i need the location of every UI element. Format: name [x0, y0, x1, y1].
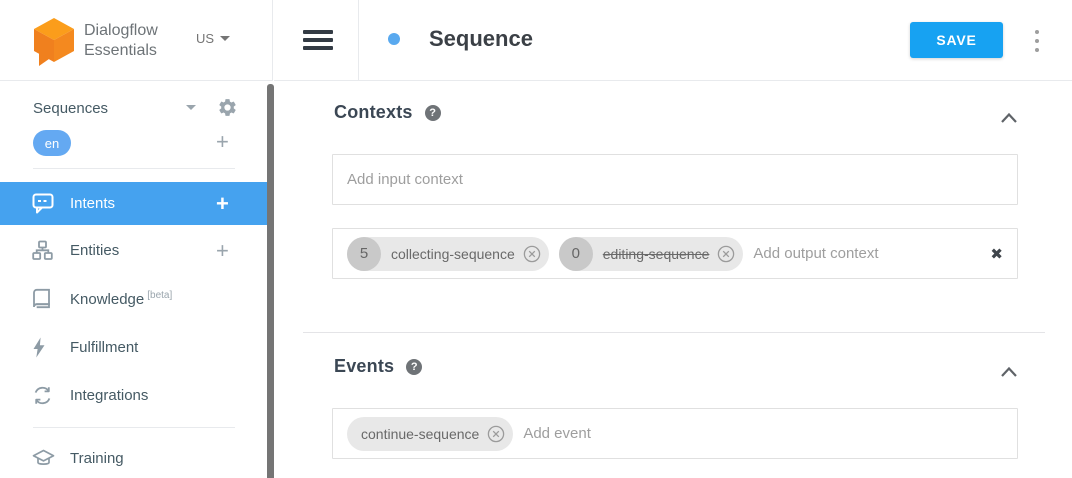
chevron-down-icon [220, 36, 231, 41]
agent-selector[interactable]: Sequences [33, 96, 236, 120]
events-field: continue-sequence [332, 408, 1018, 459]
collapse-events-icon[interactable] [1000, 366, 1018, 378]
agent-dropdown-icon[interactable] [186, 105, 196, 110]
sidebar-item-knowledge[interactable]: Knowledge[beta] [0, 277, 267, 320]
kebab-menu-icon[interactable] [1030, 30, 1044, 52]
remove-chip-icon[interactable] [487, 425, 505, 443]
sidebar-item-integrations[interactable]: Integrations [0, 374, 267, 417]
logo-block: Dialogflow Essentials US [0, 0, 273, 81]
chat-bubble-icon [32, 193, 56, 215]
hamburger-menu-icon[interactable] [303, 30, 333, 50]
brand-name: Dialogflow Essentials [84, 22, 158, 59]
output-context-input[interactable] [753, 229, 981, 278]
add-entity-icon[interactable]: + [216, 237, 229, 263]
sync-arrows-icon [32, 385, 56, 407]
help-icon[interactable]: ? [406, 358, 423, 375]
save-button[interactable]: SAVE [910, 22, 1003, 58]
add-event-input[interactable] [523, 409, 1003, 458]
sidebar-item-entities[interactable]: Entities + [0, 229, 267, 272]
events-heading: Events [334, 356, 395, 376]
header: Sequence SAVE [274, 0, 1072, 81]
add-language-icon[interactable]: + [216, 129, 229, 154]
agent-name: Sequences [33, 99, 109, 117]
add-intent-icon[interactable]: + [216, 190, 229, 216]
region-dropdown[interactable]: US [196, 31, 231, 46]
help-icon[interactable]: ? [424, 104, 441, 121]
dialogflow-logo-icon [34, 18, 74, 66]
page-title: Sequence [429, 26, 533, 51]
lifespan-badge: 0 [558, 236, 593, 271]
output-context-chip[interactable]: 5 collecting-sequence [347, 236, 549, 271]
clear-row-icon[interactable]: ✖ [990, 244, 1003, 263]
lifespan-badge: 5 [347, 236, 381, 271]
section-divider [303, 332, 1045, 333]
beta-tag: [beta] [147, 289, 173, 301]
input-context-field [332, 154, 1018, 205]
sidebar-item-intents[interactable]: Intents + [0, 182, 267, 225]
input-context-input[interactable] [333, 155, 1017, 204]
contexts-section-header: Contexts ? [334, 102, 441, 123]
contexts-heading: Contexts [334, 102, 413, 122]
sitemap-icon [32, 240, 56, 262]
language-badge[interactable]: en [33, 130, 71, 156]
event-chip[interactable]: continue-sequence [347, 416, 514, 451]
remove-chip-icon[interactable] [523, 245, 541, 263]
remove-chip-icon[interactable] [717, 245, 735, 263]
sidebar-divider [33, 427, 235, 428]
output-context-chip[interactable]: 0 editing-sequence [558, 236, 744, 271]
sidebar-scrollbar[interactable] [267, 84, 274, 478]
graduation-cap-icon [32, 448, 56, 470]
sidebar-divider [33, 168, 235, 169]
header-divider [358, 0, 359, 81]
intent-status-dot [388, 33, 400, 45]
collapse-contexts-icon[interactable] [1000, 112, 1018, 124]
book-icon [32, 288, 56, 310]
sidebar-item-fulfillment[interactable]: Fulfillment [0, 326, 267, 369]
events-section-header: Events ? [334, 356, 423, 377]
sidebar-item-training[interactable]: Training [0, 437, 267, 478]
lightning-bolt-icon [32, 337, 56, 359]
output-context-field: 5 collecting-sequence 0 editing-sequence… [332, 228, 1018, 279]
gear-icon[interactable] [217, 97, 238, 118]
